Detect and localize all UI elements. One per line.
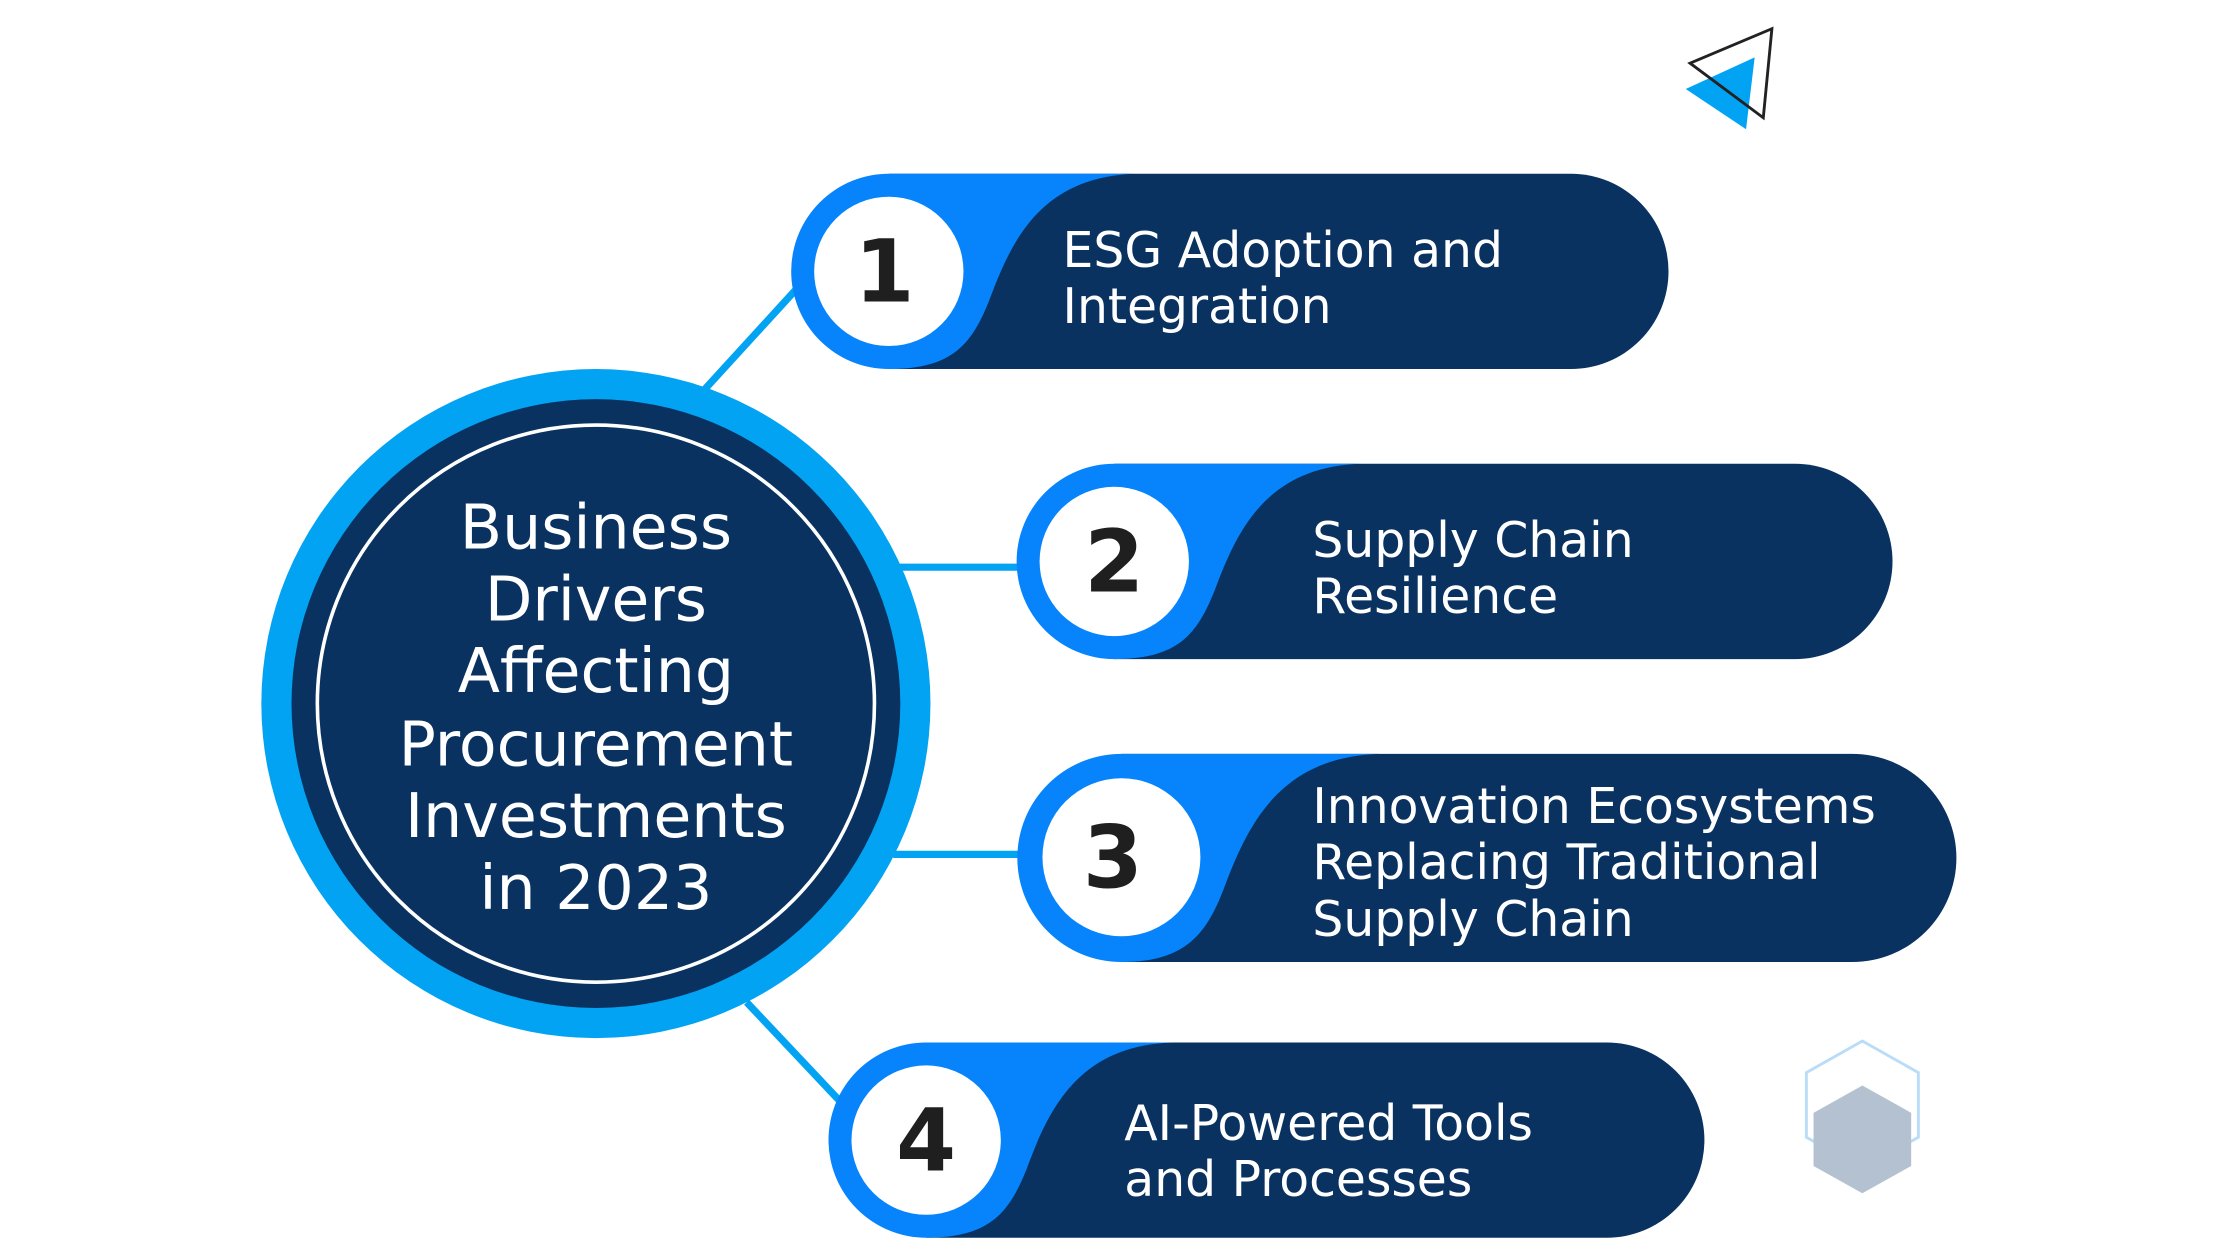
driver-card-2: 2 Supply Chain Resilience	[1016, 463, 1893, 660]
triangle-logo-icon	[1685, 26, 1774, 130]
connector-4	[744, 999, 845, 1106]
driver-label: Resilience	[1312, 568, 1558, 625]
driver-label: Innovation Ecosystems	[1312, 778, 1875, 835]
central-title: Business Drivers Affecting Procurement I…	[399, 492, 793, 924]
title-line: Business	[460, 492, 732, 564]
driver-card-4: 4 AI-Powered Tools and Processes	[828, 1042, 1705, 1238]
title-line: Procurement	[399, 708, 793, 780]
driver-label: Supply Chain	[1312, 891, 1633, 948]
connectors	[700, 287, 1021, 1106]
number-badge	[814, 196, 964, 347]
title-line: Investments	[405, 780, 787, 852]
driver-label: Integration	[1063, 278, 1332, 335]
title-line: Affecting	[458, 635, 734, 707]
number-badge	[1042, 778, 1201, 937]
connector-1	[700, 287, 799, 393]
central-circle: Business Drivers Affecting Procurement I…	[261, 369, 931, 1039]
driver-label: ESG Adoption and	[1063, 222, 1503, 279]
title-line: in 2023	[479, 852, 712, 924]
title-line: Drivers	[485, 563, 707, 635]
driver-label: Supply Chain	[1312, 512, 1633, 569]
driver-label: and Processes	[1124, 1151, 1472, 1208]
number-badge	[1039, 486, 1189, 637]
driver-number: 2	[1084, 513, 1144, 613]
driver-card-1: 1 ESG Adoption and Integration	[791, 173, 1669, 370]
driver-number: 1	[855, 223, 915, 323]
number-badge	[851, 1065, 1001, 1215]
hexagon-icon	[1804, 1039, 1920, 1194]
driver-card-3: 3 Innovation Ecosystems Replacing Tradit…	[1017, 753, 1957, 963]
driver-label: AI-Powered Tools	[1124, 1095, 1533, 1152]
driver-label: Replacing Traditional	[1312, 834, 1820, 891]
driver-number: 4	[896, 1091, 956, 1191]
driver-number: 3	[1083, 808, 1143, 908]
